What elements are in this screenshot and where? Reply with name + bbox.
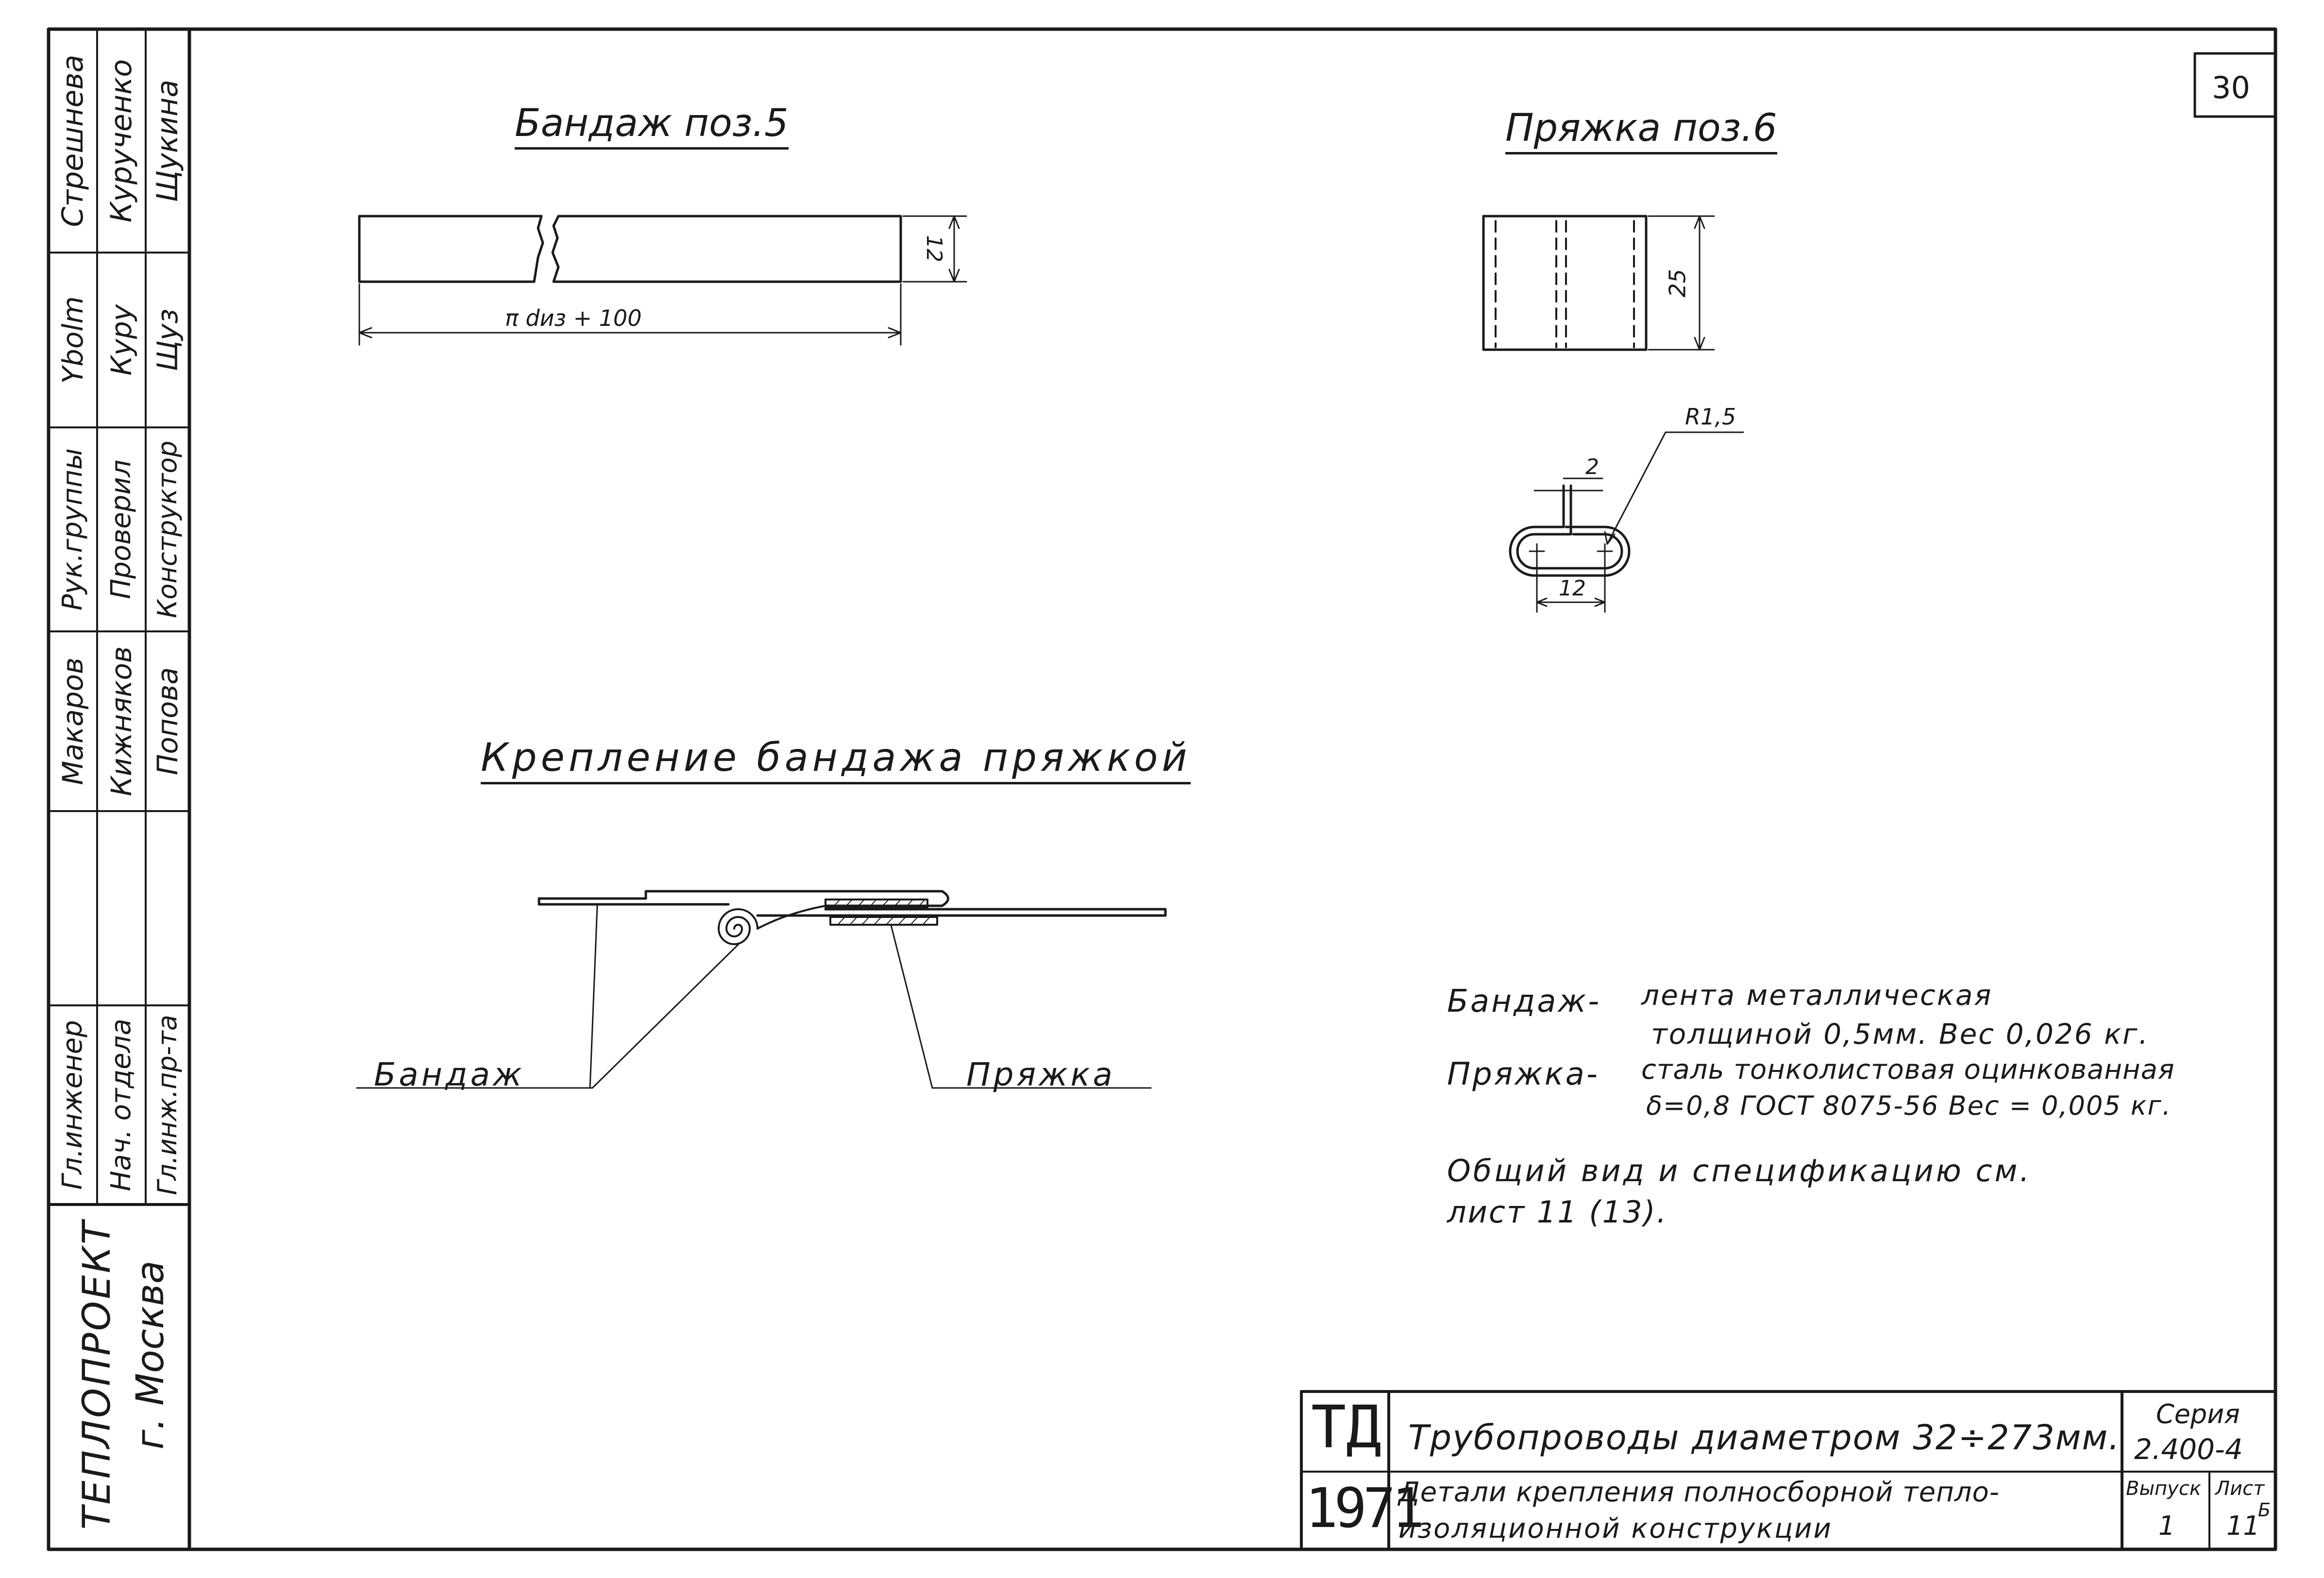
label-buckle: Пряжка <box>966 1056 1115 1093</box>
note-general-2: лист 11 (13). <box>1447 1194 1668 1230</box>
sheet-number: 30 <box>2212 70 2250 105</box>
stamp-city: г. Москва <box>129 1260 172 1450</box>
stamp-signature-1: Ybolm <box>56 296 89 384</box>
sheet-value: 11 <box>2226 1510 2260 1541</box>
note-buckle-text-2: δ=0,8 ГОСТ 8075-56 Вес = 0,005 кг. <box>1646 1090 2172 1121</box>
sheet-label: Лист <box>2215 1477 2265 1500</box>
buckle-gap-dim: 2 <box>1585 455 1599 479</box>
note-general-1: Общий вид и спецификацию см. <box>1447 1153 2032 1188</box>
title-block-grid <box>1300 1390 2277 1551</box>
buckle-radius-label: R1,5 <box>1685 404 1736 430</box>
stamp-name-2: Курученко <box>104 59 138 223</box>
stamp-role-1: Рук.группы <box>57 448 88 611</box>
stamp-name-1: Стрешнева <box>56 54 90 227</box>
stamp-position-3: Гл.инж.пр-та <box>152 1015 183 1195</box>
issue-label: Выпуск <box>2126 1477 2201 1500</box>
note-bandage-term: Бандаж- <box>1447 984 1601 1019</box>
stamp-role-2: Проверил <box>105 459 137 599</box>
bandage-strip-drawing <box>358 215 967 346</box>
note-buckle-term: Пряжка- <box>1447 1056 1600 1092</box>
title-td: ТД <box>1311 1394 1381 1461</box>
note-bandage-text: лента металлическая <box>1641 979 1993 1012</box>
bandage-height-dim: 12 <box>922 235 946 262</box>
stamp-name-3: Щукина <box>151 79 185 203</box>
note-bandage-text-2: толщиной 0,5мм. Вес 0,026 кг. <box>1651 1018 2150 1051</box>
sheet-number-box <box>2193 52 2277 118</box>
note-buckle-text: сталь тонколистовая оцинкованная <box>1641 1054 2175 1086</box>
title-line-1: Трубопроводы диаметром 32÷273мм. <box>1408 1418 2121 1458</box>
fastening-assembly-drawing <box>356 890 1167 1089</box>
stamp-signature-3: Щуз <box>151 308 184 372</box>
stamp-position-2: Нач. отдела <box>105 1018 137 1191</box>
buckle-section-view <box>1509 431 1744 613</box>
stamp-chief-name-3: Попова <box>151 667 184 776</box>
sheet-sup: Б <box>2258 1499 2271 1521</box>
stamp-chief-name-1: Макаров <box>56 657 89 785</box>
bandage-length-dim: π dиз + 100 <box>505 305 642 331</box>
buckle-front-view <box>1482 215 1715 351</box>
series-value: 2.400-4 <box>2134 1433 2243 1466</box>
bandage-title: Бандаж поз.5 <box>515 104 789 150</box>
title-line-3: изоляционной конструкции <box>1398 1513 1833 1544</box>
buckle-height-dim: 25 <box>1664 269 1691 298</box>
series-label: Серия <box>2156 1399 2240 1429</box>
fastening-title: Крепление бандажа пряжкой <box>481 738 1191 784</box>
title-year: 1971 <box>1305 1477 1425 1540</box>
title-line-2: Детали крепления полносборной тепло- <box>1398 1476 2000 1508</box>
stamp-chief-name-2: Кижняков <box>105 646 138 797</box>
buckle-width-dim: 12 <box>1559 576 1586 601</box>
stamp-position-1: Гл.инженер <box>57 1020 88 1190</box>
stamp-company: ТЕПЛОПРОЕКТ <box>75 1219 119 1530</box>
issue-value: 1 <box>2158 1510 2175 1541</box>
stamp-role-3: Конструктор <box>152 441 183 618</box>
buckle-title: Пряжка поз.6 <box>1505 109 1777 154</box>
label-bandage: Бандаж <box>374 1056 525 1093</box>
sheet-frame <box>47 27 2277 1551</box>
stamp-signature-2: Куру <box>105 304 138 376</box>
